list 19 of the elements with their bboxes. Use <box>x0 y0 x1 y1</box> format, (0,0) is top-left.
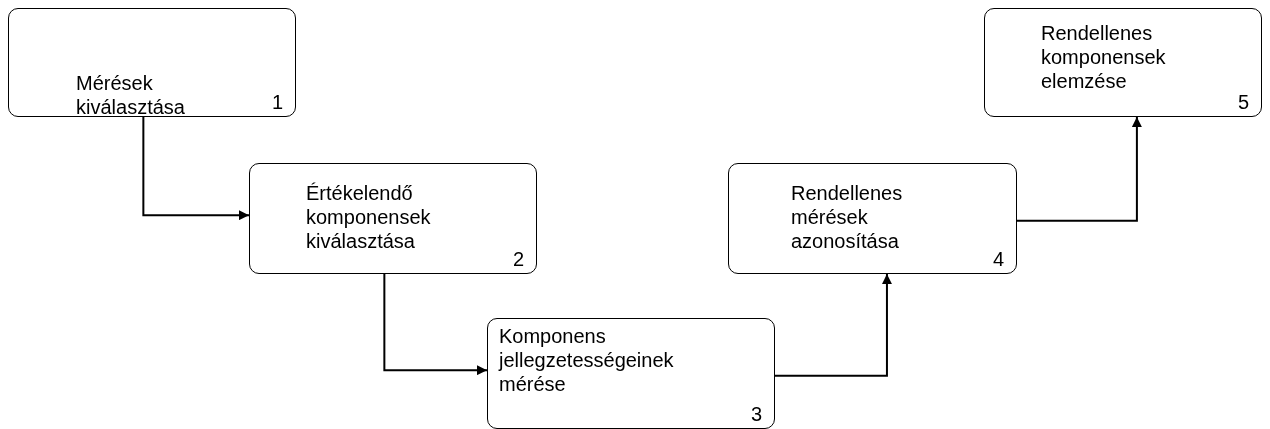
step-number: 1 <box>271 90 283 114</box>
step-label: Rendellenes komponensek elemzése <box>1041 21 1167 93</box>
process-box <box>249 163 537 274</box>
process-box <box>728 163 1017 274</box>
step-label: Értékelendő komponensek kiválasztása <box>306 181 432 253</box>
process-box <box>487 318 775 429</box>
step-number: 5 <box>1237 90 1249 114</box>
step-label: Komponens jellegzetességeinek mérése <box>499 324 675 396</box>
step-label: Mérések kiválasztása <box>76 71 186 119</box>
arrow <box>383 273 488 376</box>
arrow <box>1016 116 1142 222</box>
step-number: 3 <box>750 402 762 426</box>
arrow <box>142 116 250 221</box>
process-box <box>8 8 296 117</box>
step-number: 4 <box>992 247 1004 271</box>
arrow <box>774 273 892 377</box>
step-label: Rendellenes mérések azonosítása <box>791 181 904 253</box>
process-box <box>984 8 1262 117</box>
step-number: 2 <box>512 247 524 271</box>
